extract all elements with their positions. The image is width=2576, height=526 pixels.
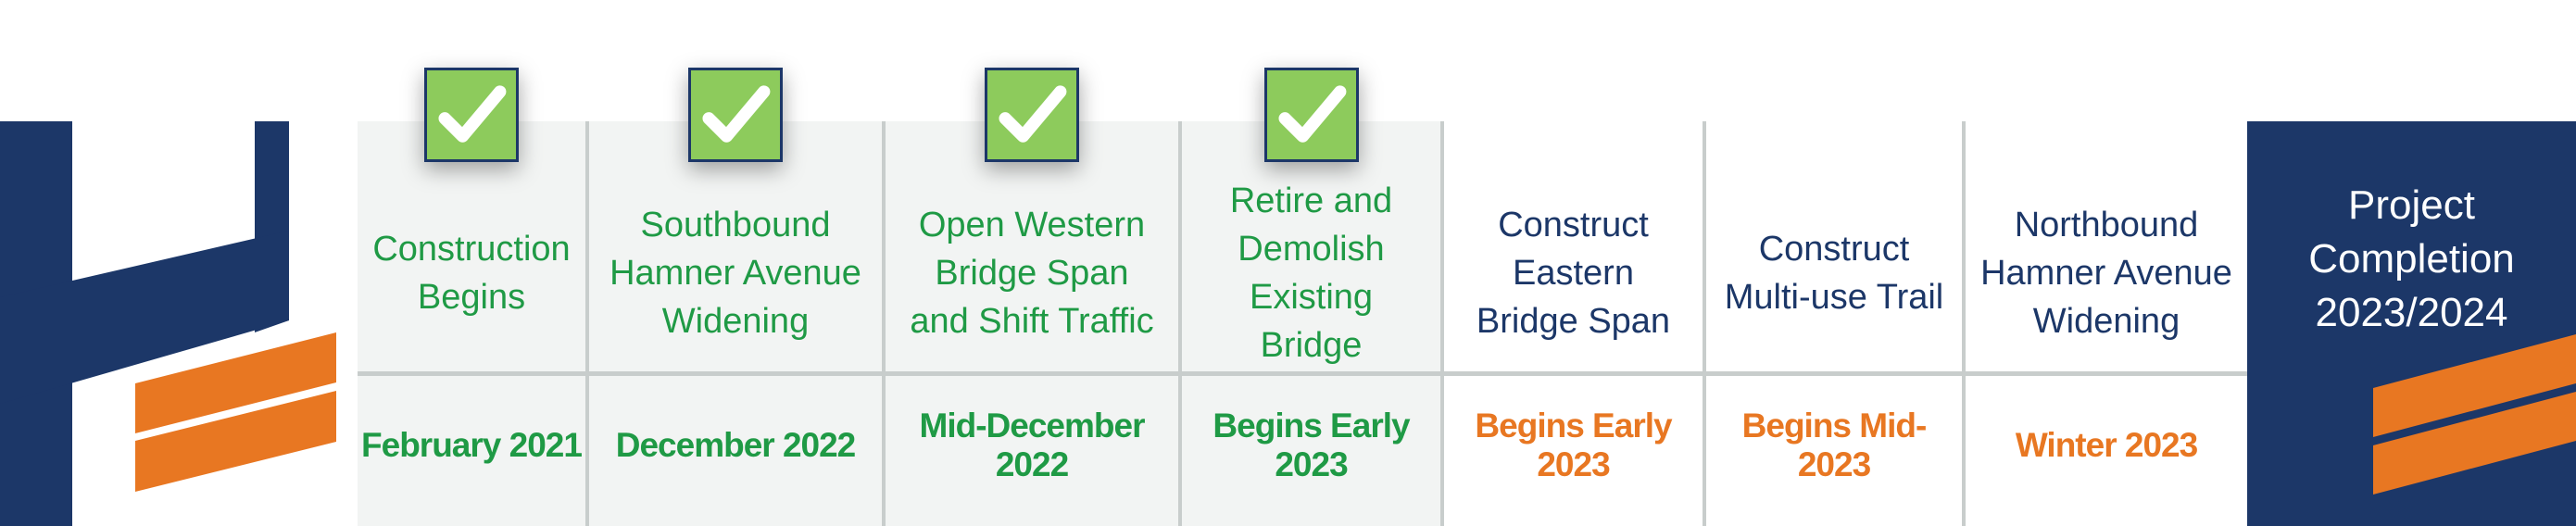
- milestone-label: Construct Eastern Bridge Span: [1476, 206, 1671, 341]
- checkmark-icon: [688, 68, 783, 162]
- logo-mark-icon: [0, 121, 336, 526]
- milestone-label: Construction Begins: [372, 230, 571, 317]
- completion-title: Project Completion 2023/2024: [2308, 182, 2515, 335]
- milestone-label: Retire and Demolish Existing Bridge: [1229, 182, 1393, 365]
- milestone-southbound-widening: Southbound Hamner Avenue Widening Decemb…: [589, 68, 886, 526]
- divider: [358, 371, 589, 376]
- milestone-date: December 2022: [615, 426, 857, 464]
- divider: [886, 371, 1182, 376]
- milestone-eastern-span: Construct Eastern Bridge Span Begins Ear…: [1444, 121, 1706, 526]
- checkmark-icon: [424, 68, 519, 162]
- divider: [1182, 371, 1444, 376]
- milestone-label: Southbound Hamner Avenue Widening: [609, 206, 861, 341]
- milestone-northbound-widening: Northbound Hamner Avenue Widening Winter…: [1966, 121, 2251, 526]
- milestone-date: Winter 2023: [2015, 426, 2198, 464]
- milestone-construction-begins: Construction Begins February 2021: [358, 68, 589, 526]
- project-logo: [0, 121, 358, 526]
- milestone-date: Begins Mid-2023: [1741, 407, 1928, 483]
- milestone-multi-use-trail: Construct Multi-use Trail Begins Mid-202…: [1706, 121, 1966, 526]
- milestone-date: Begins Early 2023: [1475, 407, 1672, 483]
- checkmark-icon: [1263, 68, 1359, 162]
- milestone-label: Northbound Hamner Avenue Widening: [1980, 206, 2232, 341]
- milestone-date: Begins Early 2023: [1213, 407, 1410, 483]
- divider: [1444, 371, 1706, 376]
- checkmark-icon: [985, 68, 1079, 162]
- milestone-date: February 2021: [361, 426, 583, 464]
- milestone-date: Mid-December 2022: [919, 407, 1146, 483]
- milestone-open-western-span: Open Western Bridge Span and Shift Traff…: [886, 68, 1182, 526]
- milestone-retire-existing-bridge: Retire and Demolish Existing Bridge Begi…: [1182, 68, 1444, 526]
- divider: [589, 371, 886, 376]
- divider: [1706, 371, 1966, 376]
- milestone-label: Construct Multi-use Trail: [1724, 230, 1944, 317]
- stripes-icon: [2373, 334, 2576, 495]
- project-timeline: Construction Begins February 2021 Southb…: [358, 68, 2251, 526]
- divider: [1966, 371, 2251, 376]
- project-completion-panel: Project Completion 2023/2024: [2247, 121, 2576, 526]
- milestone-label: Open Western Bridge Span and Shift Traff…: [910, 206, 1154, 341]
